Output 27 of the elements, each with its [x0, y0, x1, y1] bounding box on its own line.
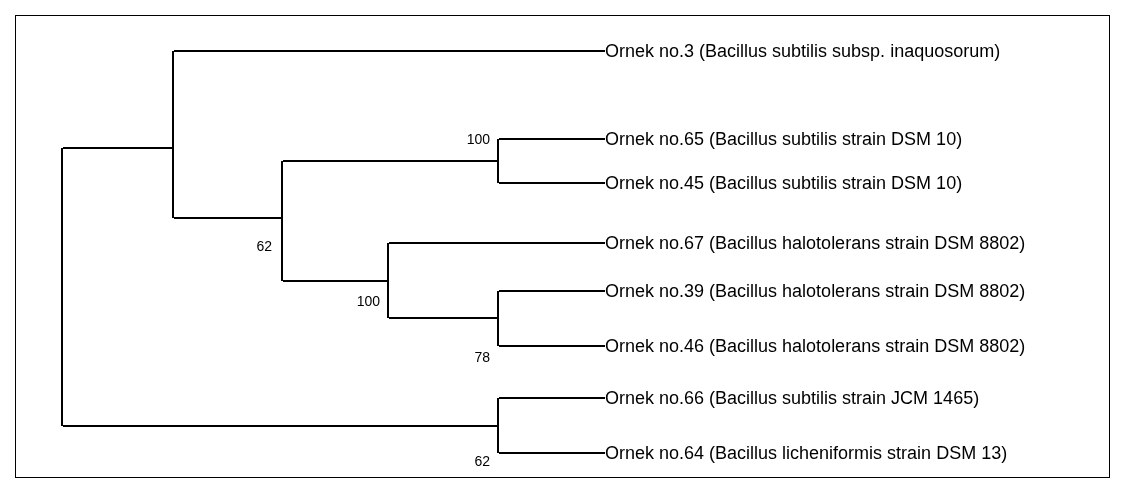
- bootstrap-value: 62: [256, 238, 272, 254]
- taxon-label: Ornek no.64 (Bacillus licheniformis strain DSM 13): [605, 442, 1008, 464]
- tree-branch-line: [282, 280, 388, 282]
- taxon-label: Ornek no.66 (Bacillus subtilis strain JCM 1465): [605, 387, 980, 409]
- bootstrap-value: 62: [474, 453, 490, 469]
- taxon-label: Ornek no.46 (Bacillus halotolerans strain DSM 8802): [605, 335, 1026, 357]
- tree-branch-line: [62, 147, 173, 149]
- tree-branch-line: [282, 160, 498, 162]
- tree-branch-line: [498, 397, 606, 399]
- tree-branch-line: [173, 217, 282, 219]
- tree-branch-line: [498, 182, 606, 184]
- taxon-label: Ornek no.3 (Bacillus subtilis subsp. inaquosorum): [605, 40, 1001, 62]
- tree-branch-line: [498, 345, 606, 347]
- tree-branch-line: [498, 452, 606, 454]
- tree-branch-line: [498, 290, 606, 292]
- tree-branch-line: [173, 50, 606, 52]
- tree-branch-line: [498, 138, 606, 140]
- taxon-label: Ornek no.65 (Bacillus subtilis strain DSM 10): [605, 128, 963, 150]
- tree-branch-line: [388, 317, 498, 319]
- tree-branch-line: [62, 425, 498, 427]
- bootstrap-value: 78: [474, 349, 490, 365]
- taxon-label: Ornek no.45 (Bacillus subtilis strain DSM 10): [605, 172, 963, 194]
- tree-branch-line: [388, 242, 606, 244]
- taxon-label: Ornek no.67 (Bacillus halotolerans strain DSM 8802): [605, 232, 1026, 254]
- bootstrap-value: 100: [466, 131, 490, 147]
- bootstrap-value: 100: [356, 293, 380, 309]
- taxon-label: Ornek no.39 (Bacillus halotolerans strain DSM 8802): [605, 280, 1026, 302]
